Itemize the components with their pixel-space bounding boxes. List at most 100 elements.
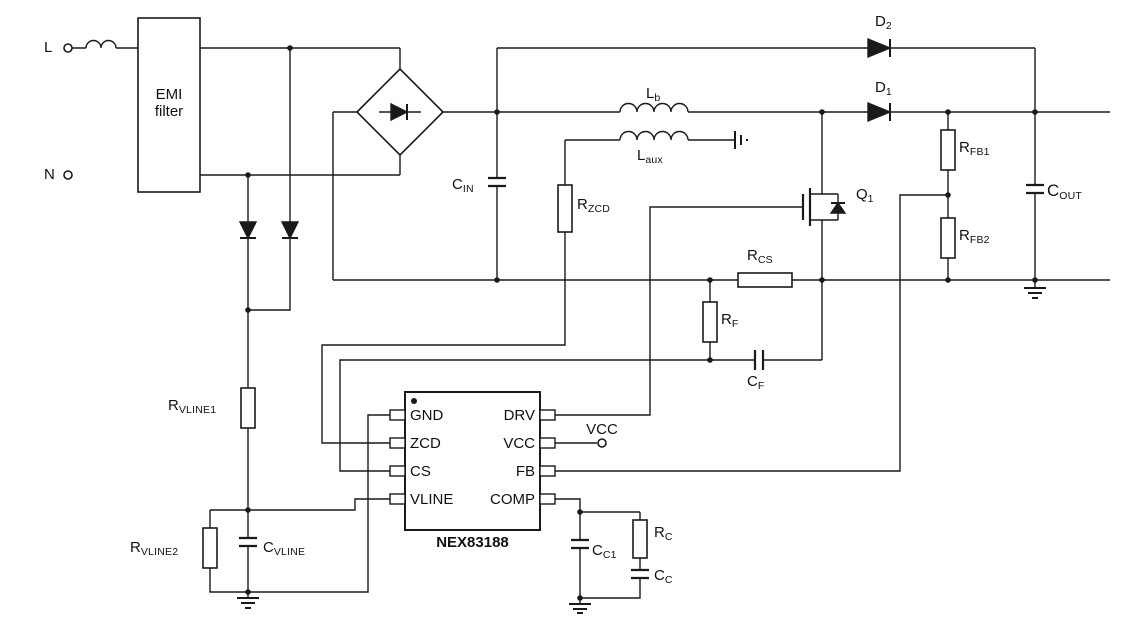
d1-label: D1	[875, 79, 892, 98]
capacitor-cc	[631, 568, 649, 580]
rf-label: RF	[721, 311, 739, 330]
rvline1-label: RVLINE1	[168, 397, 217, 416]
vcc-terminal	[597, 438, 607, 448]
cc1-label-sub: C1	[602, 549, 617, 561]
lb-label-main: L	[646, 85, 655, 102]
d2-label-sub: 2	[885, 20, 892, 32]
vcc-net-label: VCC	[586, 421, 618, 438]
ground-symbol-laux	[734, 131, 748, 149]
ground-symbol-comp	[569, 603, 591, 614]
rzcd-label-main: R	[577, 196, 588, 213]
ic-pin-label-gnd: GND	[410, 407, 444, 424]
q1-label: Q1	[856, 186, 874, 205]
cc-label: CC	[654, 567, 673, 586]
laux-label-sub: aux	[645, 154, 663, 166]
rfb2-label-sub: FB2	[969, 234, 990, 246]
capacitor-cin	[488, 176, 506, 188]
ic-pin-label-comp: COMP	[490, 491, 535, 508]
ic-pin-label-drv: DRV	[503, 407, 535, 424]
ic-pin-label-cs: CS	[410, 463, 431, 480]
ic-nex83188	[389, 391, 556, 531]
ground-symbol-power	[1024, 287, 1046, 299]
rfb2-label: RFB2	[959, 227, 990, 246]
resistor-rfb2	[940, 217, 956, 259]
capacitor-cc1	[571, 538, 589, 550]
ground-symbol-vline	[237, 597, 259, 609]
emi-filter-box	[137, 17, 201, 193]
rf-label-sub: F	[731, 318, 739, 330]
resistor-rc	[632, 519, 648, 559]
cc-label-main: C	[654, 567, 665, 584]
inductor-lb	[619, 102, 689, 113]
rfb1-label: RFB1	[959, 139, 990, 158]
rzcd-label-sub: ZCD	[587, 203, 611, 215]
vline-sense-diode-l	[280, 221, 300, 240]
cc1-label: CC1	[592, 542, 617, 561]
resistor-rzcd	[557, 184, 573, 233]
rvline2-label: RVLINE2	[130, 539, 179, 558]
resistor-rvline2	[202, 527, 218, 569]
rc-label: RC	[654, 524, 673, 543]
rvline1-label-sub: VLINE1	[178, 404, 217, 416]
laux-label-main: L	[637, 147, 646, 164]
cin-label-sub: IN	[462, 183, 474, 195]
fuse-symbol	[85, 39, 117, 49]
cvline-label: CVLINE	[263, 539, 305, 558]
ic-pin-label-zcd: ZCD	[410, 435, 441, 452]
cvline-label-main: C	[263, 539, 274, 556]
inductor-laux	[619, 130, 689, 141]
rfb2-label-main: R	[959, 227, 970, 244]
capacitor-cf	[753, 350, 765, 370]
ic-pin-label-fb: FB	[515, 463, 535, 480]
neutral-terminal-label: N	[44, 166, 55, 183]
lb-label-sub: b	[654, 92, 661, 104]
lb-label: Lb	[646, 85, 661, 104]
rzcd-label: RZCD	[577, 196, 611, 215]
d1-label-sub: 1	[885, 86, 892, 98]
capacitor-cvline	[239, 536, 257, 548]
rc-label-sub: C	[664, 531, 673, 543]
cf-label-main: C	[747, 373, 758, 390]
rf-label-main: R	[721, 311, 732, 328]
pin1-marker	[411, 398, 417, 404]
rfb1-label-main: R	[959, 139, 970, 156]
emi-filter-label-line1: EMI	[155, 86, 183, 103]
ic-part-number: NEX83188	[436, 534, 509, 551]
ic-pin-label-vcc: VCC	[503, 435, 535, 452]
neutral-terminal	[63, 170, 73, 180]
line-terminal	[63, 43, 73, 53]
rfb1-label-sub: FB1	[969, 146, 990, 158]
q1-label-sub: 1	[867, 193, 874, 205]
cin-label-main: C	[452, 176, 463, 193]
rvline2-label-main: R	[130, 539, 141, 556]
diode-d1	[867, 101, 892, 123]
rcs-label-sub: CS	[757, 254, 773, 266]
rvline2-label-sub: VLINE2	[140, 546, 179, 558]
cout-label-sub: OUT	[1059, 190, 1083, 202]
ic-pin-label-vline: VLINE	[410, 491, 454, 508]
vline-sense-diode-n	[238, 221, 258, 240]
cc-label-sub: C	[664, 574, 673, 586]
rc-label-main: R	[654, 524, 665, 541]
q1-label-main: Q	[856, 186, 868, 203]
resistor-rfb1	[940, 129, 956, 171]
d2-label: D2	[875, 13, 892, 32]
resistor-rvline1	[240, 387, 256, 429]
line-terminal-label: L	[44, 39, 53, 56]
rcs-label: RCS	[747, 247, 773, 266]
cout-label-main: C	[1047, 181, 1060, 200]
cf-label: CF	[747, 373, 764, 392]
wire-network	[72, 47, 1110, 604]
cin-label: CIN	[452, 176, 474, 195]
emi-filter-label-line2: filter	[154, 103, 184, 121]
emi-filter-label: EMI filter	[138, 86, 200, 121]
d1-label-main: D	[875, 79, 886, 96]
laux-label: Laux	[637, 147, 663, 166]
junction-dots	[245, 45, 1038, 601]
resistor-rcs	[737, 272, 793, 288]
cc1-label-main: C	[592, 542, 603, 559]
mosfet-q1	[801, 188, 847, 226]
capacitor-cout	[1026, 183, 1044, 195]
